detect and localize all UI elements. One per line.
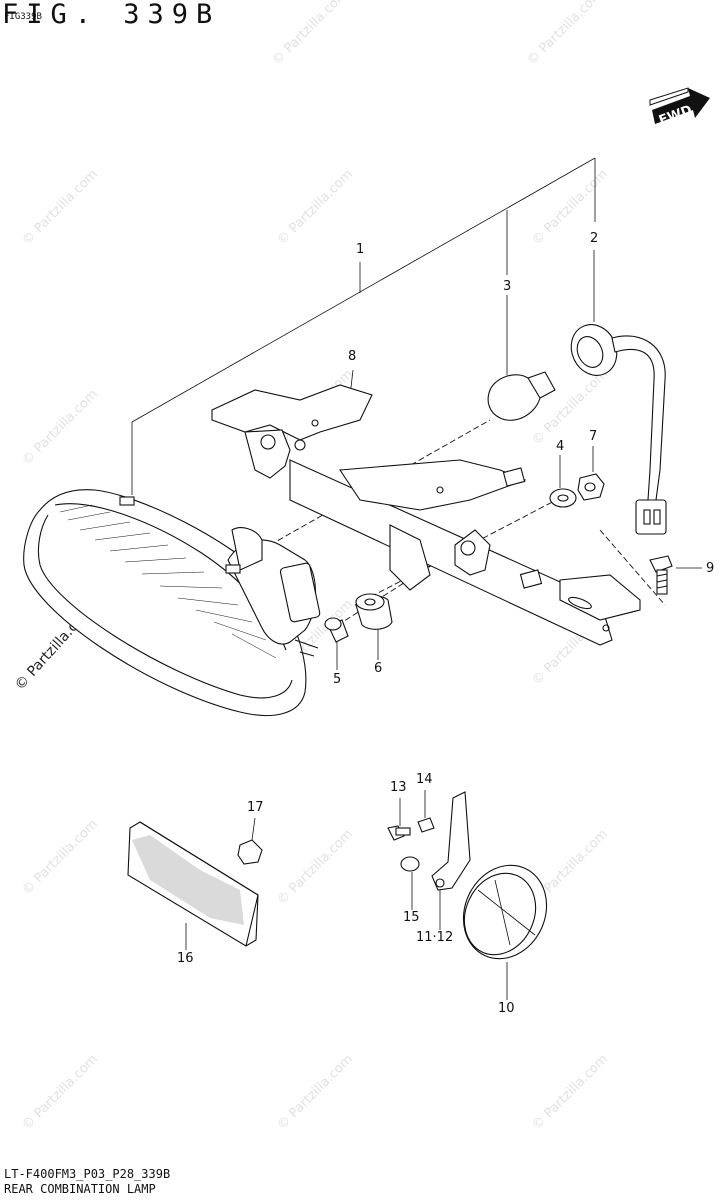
small-hardware bbox=[549, 473, 673, 595]
callout-7: 7 bbox=[589, 429, 598, 444]
callout-13: 13 bbox=[390, 780, 407, 795]
rear-lamp-assembly bbox=[23, 489, 321, 717]
figure-code: FIG339B bbox=[4, 12, 42, 22]
callout-17: 17 bbox=[247, 800, 264, 815]
bulb-socket-harness bbox=[570, 324, 667, 535]
callout-5: 5 bbox=[333, 672, 342, 687]
round-reflector-assembly bbox=[387, 790, 548, 1000]
callout-15: 15 bbox=[403, 910, 420, 925]
callout-16: 16 bbox=[177, 951, 194, 966]
assembly-name: REAR COMBINATION LAMP bbox=[4, 1182, 156, 1196]
callout-3: 3 bbox=[503, 279, 512, 294]
spacer-and-grommet bbox=[324, 593, 393, 643]
callout-4: 4 bbox=[556, 439, 565, 454]
callout-14: 14 bbox=[416, 772, 433, 787]
callout-6: 6 bbox=[374, 661, 383, 676]
callout-2: 2 bbox=[590, 231, 599, 246]
callout-8: 8 bbox=[348, 349, 357, 364]
callout-1: 1 bbox=[356, 242, 365, 257]
figure-title: FIG. 339B bbox=[2, 0, 221, 30]
lamp-bracket bbox=[211, 384, 641, 646]
callout-11-12: 11·12 bbox=[416, 930, 454, 945]
diagram-code: LT-F400FM3_P03_P28_339B bbox=[4, 1167, 171, 1181]
side-reflector bbox=[127, 817, 263, 950]
lamp-bulb bbox=[487, 371, 556, 421]
callout-10: 10 bbox=[498, 1001, 515, 1016]
fwd-arrow-icon: FWD bbox=[649, 87, 710, 129]
callout-9: 9 bbox=[706, 561, 715, 576]
